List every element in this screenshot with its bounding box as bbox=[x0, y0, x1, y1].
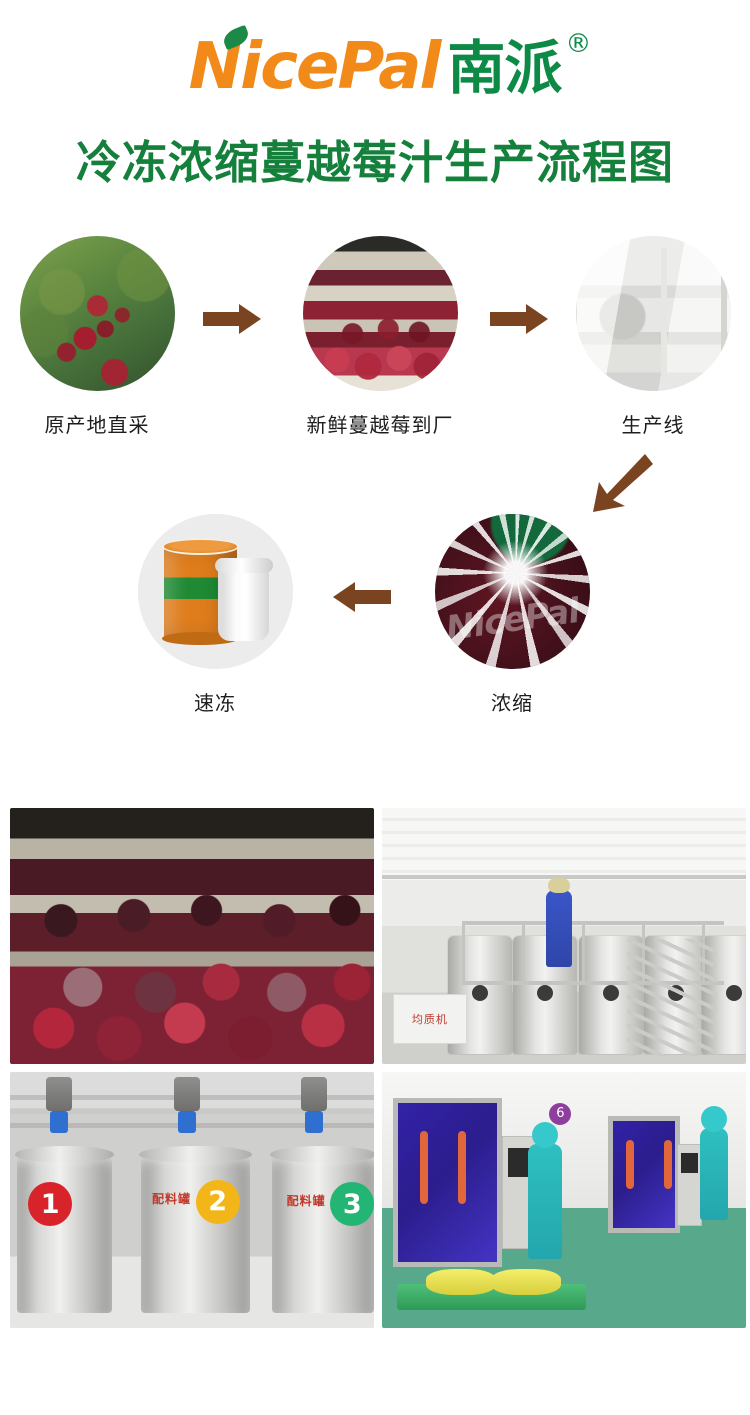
packaging-machine bbox=[392, 1097, 503, 1267]
factory-photo-gallery: 均质机 1 配料罐 2 配料罐 3 6 bbox=[10, 808, 746, 1328]
tank-label: 配料罐 bbox=[286, 1194, 326, 1209]
agitator-motor bbox=[173, 1077, 200, 1134]
brand-logo: NicePal 南派 ® bbox=[189, 24, 591, 102]
tank-badge-1: 1 bbox=[28, 1182, 73, 1227]
registered-trademark-icon: ® bbox=[565, 29, 592, 59]
tank-label: 配料罐 bbox=[151, 1191, 191, 1206]
flow-step-label: 原产地直采 bbox=[44, 412, 150, 437]
photo-processing-tanks: 均质机 bbox=[382, 808, 746, 1064]
mixing-tank bbox=[270, 1146, 374, 1313]
arrow-right-icon bbox=[203, 303, 261, 334]
fresh-cranberries-arrival-photo bbox=[302, 235, 458, 391]
flow-step-origin: 原产地直采 bbox=[2, 235, 192, 438]
agitator-motor bbox=[46, 1077, 73, 1134]
flow-step-label: 浓缩 bbox=[491, 690, 533, 715]
worker-figure bbox=[699, 1106, 728, 1221]
brand-header: NicePal 南派 ® bbox=[0, 0, 750, 120]
flow-step-production-line: 生产线 bbox=[558, 235, 748, 438]
image-watermark: NicePal bbox=[443, 591, 581, 650]
photo-mixing-tanks: 1 配料罐 2 配料罐 3 bbox=[10, 1072, 374, 1328]
mixing-tank bbox=[138, 1146, 253, 1313]
ceiling bbox=[382, 808, 746, 880]
frozen-drum-bucket-photo bbox=[137, 513, 293, 669]
stairs bbox=[626, 938, 717, 1057]
production-line-photo bbox=[575, 235, 731, 391]
concentrate-bag-photo: NicePal bbox=[434, 513, 590, 669]
ceiling-beam bbox=[382, 874, 746, 879]
photo-frozen-cranberries bbox=[10, 808, 374, 1064]
white-bucket-icon bbox=[214, 558, 273, 641]
product-bag bbox=[425, 1268, 496, 1295]
mixing-tank bbox=[15, 1146, 114, 1313]
tank-badge-3: 3 bbox=[330, 1182, 374, 1227]
tank-badge-2: 2 bbox=[195, 1179, 240, 1224]
page-title: 冷冻浓缩蔓越莓汁生产流程图 bbox=[75, 136, 674, 189]
flow-step-arrival: 新鲜蔓越莓到厂 bbox=[285, 235, 475, 438]
flow-step-quick-freeze: 速冻 bbox=[120, 513, 310, 716]
equipment-sign: 均质机 bbox=[392, 993, 467, 1044]
arrow-left-icon bbox=[333, 581, 391, 612]
arrow-down-left-icon bbox=[585, 448, 655, 518]
flow-step-label: 速冻 bbox=[194, 690, 236, 715]
process-flow-diagram: 原产地直采 新鲜蔓越莓到厂 生产线 NicePal 浓缩 bbox=[0, 235, 750, 766]
machine-number-badge: 6 bbox=[549, 1102, 572, 1125]
worker-figure bbox=[545, 876, 572, 967]
agitator-motor bbox=[301, 1077, 328, 1134]
photo-packaging-room: 6 bbox=[382, 1072, 746, 1328]
flow-step-label: 生产线 bbox=[621, 412, 685, 437]
control-panel bbox=[676, 1143, 703, 1226]
platform-railing bbox=[462, 920, 725, 985]
cranberry-bush-photo bbox=[19, 235, 175, 391]
worker-figure bbox=[527, 1121, 562, 1259]
product-bag bbox=[491, 1268, 562, 1295]
brand-name-cn: 南派 bbox=[447, 34, 562, 102]
packaging-machine bbox=[607, 1115, 681, 1234]
flow-step-label: 新鲜蔓越莓到厂 bbox=[306, 412, 454, 437]
arrow-right-icon bbox=[490, 303, 548, 334]
flow-step-concentrate: NicePal 浓缩 bbox=[417, 513, 607, 716]
